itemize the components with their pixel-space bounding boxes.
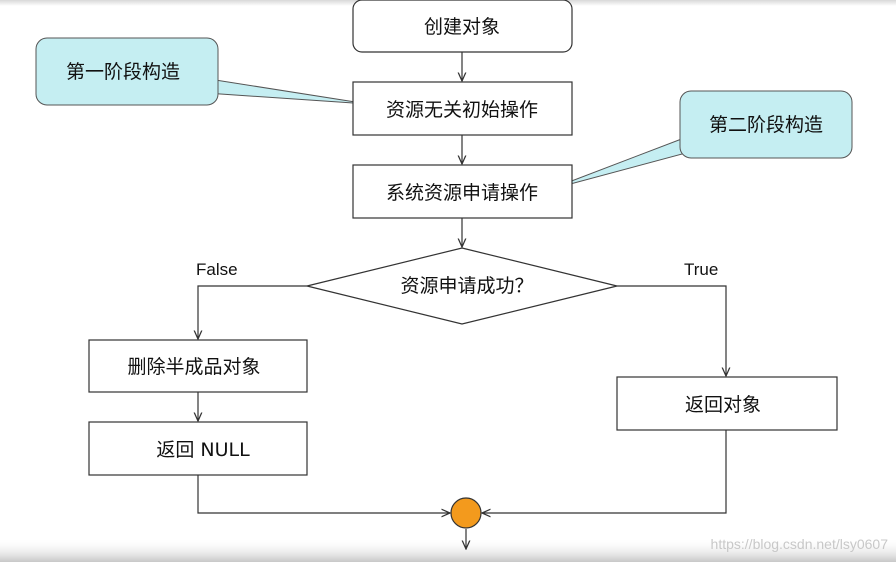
- node-delete-box: [88, 339, 308, 393]
- node-delete-label: 删除半成品对象: [127, 356, 260, 378]
- node-init: 资源无关初始操作: [352, 81, 573, 136]
- node-return-obj: 返回对象: [616, 376, 838, 431]
- edge-returnobj-merge: [482, 430, 727, 513]
- callout-phase2: 第二阶段构造: [547, 90, 853, 191]
- node-return-null: 返回 NULL: [88, 421, 308, 476]
- edge-label-true: True: [684, 260, 718, 279]
- callout-phase1: 第一阶段构造: [35, 37, 369, 106]
- callout-phase2-text: 第二阶段构造: [709, 114, 823, 136]
- merge-node: [450, 497, 482, 529]
- node-return-obj-box: [616, 376, 838, 431]
- edge-returnnull-merge: [197, 475, 450, 513]
- node-request-box: [352, 164, 573, 219]
- node-return-null-label: 返回 NULL: [156, 439, 250, 461]
- node-init-box: [352, 81, 573, 136]
- node-init-label: 资源无关初始操作: [386, 99, 538, 121]
- node-return-obj-label: 返回对象: [685, 394, 761, 416]
- watermark-text: https://blog.csdn.net/lsy0607: [711, 536, 889, 552]
- callout-box: [679, 90, 853, 159]
- node-request-label: 系统资源申请操作: [386, 182, 538, 204]
- node-create: 创建对象: [352, 0, 573, 53]
- edge-false: [198, 285, 307, 339]
- edge-true: [617, 285, 726, 376]
- node-decision-label: 资源申请成功？: [400, 275, 533, 297]
- edge-label-false: False: [196, 260, 238, 279]
- connectors: [198, 52, 726, 549]
- node-create-box: [352, 0, 573, 53]
- callout-box: [35, 37, 219, 106]
- decision-diamond: [306, 247, 618, 325]
- node-request: 系统资源申请操作: [352, 164, 573, 219]
- node-decision: 资源申请成功？: [306, 247, 618, 325]
- node-delete: 删除半成品对象: [88, 339, 308, 393]
- node-return-null-box: [88, 421, 308, 476]
- callout-phase1-text: 第一阶段构造: [66, 61, 180, 83]
- node-create-label: 创建对象: [424, 16, 500, 38]
- bottom-shade: [0, 538, 896, 562]
